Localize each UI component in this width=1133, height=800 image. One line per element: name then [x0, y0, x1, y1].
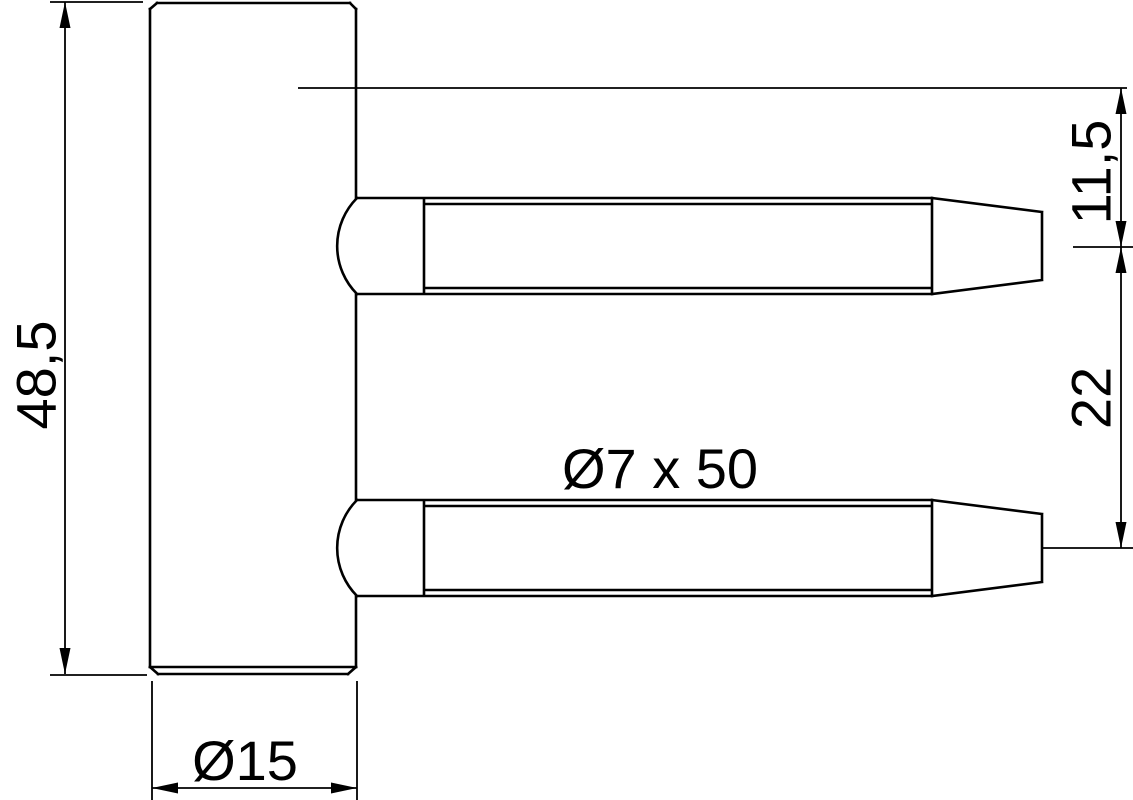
pin-top-offset-label: 11,5	[1060, 120, 1123, 225]
height-arrow-up	[59, 2, 71, 28]
pin-bottom-taper	[930, 498, 1044, 598]
pin-top-dome	[335, 196, 359, 296]
dimension-barrel-diameter: Ø15	[151, 681, 358, 800]
pin-spacing-label: 22	[1060, 367, 1123, 429]
pin-spec-label: Ø7 x 50	[562, 437, 758, 500]
spacing-arrow-up	[1115, 247, 1127, 273]
offset-arrow-up	[1115, 88, 1127, 114]
pin-top-taper	[930, 196, 1044, 296]
diameter-arrow-left	[152, 782, 178, 794]
pin-bottom-body	[355, 498, 934, 598]
pin-bottom-dome	[335, 498, 359, 598]
diameter-extension-lines	[151, 681, 358, 800]
dimension-pin-top-offset: 11,5	[1060, 88, 1133, 248]
diameter-arrow-right	[331, 782, 357, 794]
overall-height-label: 48,5	[5, 321, 68, 430]
pin-bottom	[335, 498, 1044, 598]
pin-top	[335, 196, 1044, 296]
dimension-pin-spacing: 22	[1042, 247, 1133, 549]
barrel-diameter-label: Ø15	[192, 729, 298, 792]
offset-arrow-down	[1115, 221, 1127, 247]
height-arrow-down	[59, 648, 71, 674]
pin-top-body	[355, 196, 934, 296]
barrel-bottom-face	[148, 665, 358, 676]
barrel-outline	[148, 1, 358, 676]
spacing-arrow-down	[1115, 522, 1127, 548]
barrel-top-face	[148, 1, 358, 11]
dimension-overall-height: 48,5	[5, 1, 147, 676]
